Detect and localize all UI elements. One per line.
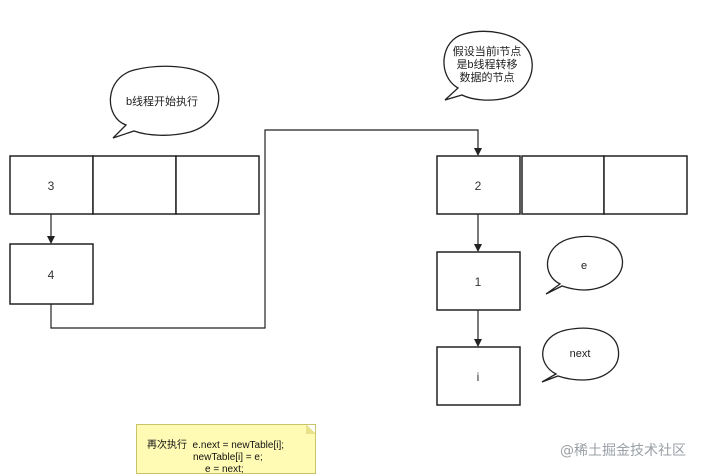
bubble-next-text: next [570, 348, 591, 360]
bubble-e-shape [545, 235, 624, 295]
node-2-label: 2 [475, 179, 482, 193]
node-3-label: 3 [48, 179, 55, 193]
watermark: @稀土掘金技术社区 [560, 443, 686, 459]
node-2-box[interactable] [436, 155, 521, 215]
node-i-box[interactable] [436, 346, 521, 406]
node-1-label: 1 [475, 275, 482, 289]
node-i-label: i [477, 370, 480, 384]
bubble-assume-line-2: 是b线程转移 [456, 57, 517, 71]
code-note: 再次执行 e.next = newTable[i]; newTable[i] =… [136, 424, 316, 474]
bubble-assume-line-3: 数据的节点 [460, 70, 515, 84]
right-bucket-empty-1[interactable] [521, 155, 605, 215]
node-1-box[interactable] [436, 251, 521, 311]
bubble-thread-b-start-text: b线程开始执行 [126, 94, 198, 108]
node-4-label: 4 [48, 268, 55, 282]
left-bucket-empty-2[interactable] [175, 155, 260, 215]
bubble-thread-b-start-shape [109, 65, 220, 139]
bubble-assume-node: 假设当前i节点 是b线程转移 数据的节点 [443, 30, 533, 101]
bubble-next: next [541, 327, 620, 383]
bubble-next-shape [541, 327, 620, 383]
node-4-box[interactable] [9, 243, 94, 305]
code-note-line-1: 再次执行 e.next = newTable[i]; [147, 440, 285, 451]
node-3-box[interactable] [9, 155, 94, 215]
right-bucket-row: 2 [436, 155, 688, 215]
node-4[interactable]: 4 [9, 243, 94, 305]
code-note-line-3: e = next; [205, 464, 244, 474]
node-i[interactable]: i [436, 346, 521, 406]
right-bucket-empty-2[interactable] [603, 155, 688, 215]
bubble-e-text: e [581, 260, 587, 272]
left-bucket-row: 3 [9, 155, 260, 215]
note-fold-corner [306, 425, 315, 434]
bubble-assume-line-1: 假设当前i节点 [453, 44, 521, 58]
connector-4-to-2 [50, 129, 482, 329]
node-1[interactable]: 1 [436, 251, 521, 311]
bubble-assume-node-shape [443, 30, 533, 101]
code-note-line-2: newTable[i] = e; [193, 452, 263, 463]
bubble-thread-b-start: b线程开始执行 [109, 65, 220, 139]
bubble-e: e [545, 235, 624, 295]
left-bucket-empty-1[interactable] [92, 155, 177, 215]
